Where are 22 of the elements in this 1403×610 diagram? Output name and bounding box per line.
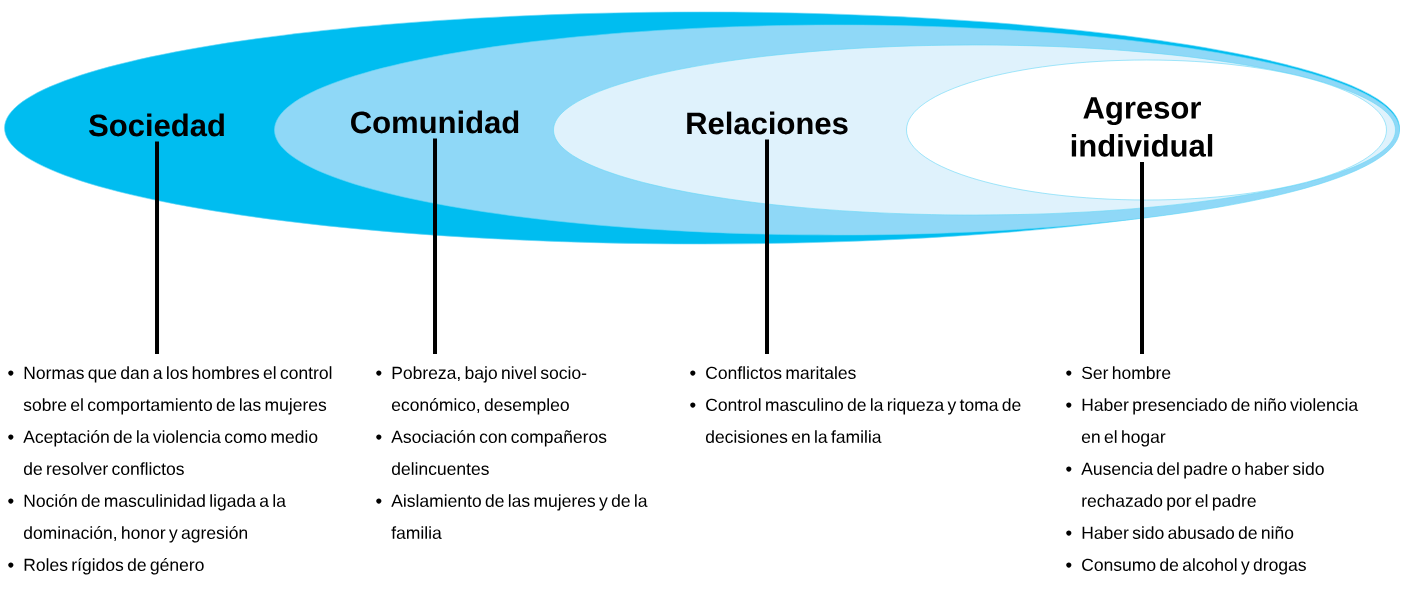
node-label: Consumo de alcohol y drogas [1082,558,1306,575]
node-label: Pobreza, bajo nivel socio-económico, desempleo [391,366,587,415]
node-label: Aceptación de la violencia como medio de resolver conflictos [23,429,318,476]
bullet-list: Pobreza, bajo nivel socio-económico, desempleo Asociación con compañeros delincuentes Aislamiento de las mujeres y de la familia [376,366,648,540]
bullet-list: Conflictos maritales Control masculino de la riqueza y toma de decisiones en la familia [690,366,1021,444]
node-label: Noción de masculinidad ligada a la dominación, honor y agresión [23,493,286,543]
bullet-list: Normas que dan a los hombres el control sobre el comportamiento de las mujeres Aceptación de la violencia como medio de resolver conflictos Noción de masculinidad ligada a la dominación, honor y agresión Roles rígidos de género [8,366,332,575]
node-label: Ausencia del padre o haber sido rechazado por el padre [1081,462,1324,511]
node-label: Haber presenciado de niño violencia en el hogar [1081,398,1359,447]
node-label: Haber sido abusado de niño [1082,526,1294,540]
node-label: Asociación con compañeros delincuentes [391,429,607,476]
connector-line [155,141,159,354]
node-label: Conflictos maritales [706,366,856,380]
connector-line [1140,162,1144,354]
node-label: Roles rígidos de género [24,557,204,575]
node-label: Aislamiento de las mujeres y de la familia [391,494,648,540]
node-label: Normas que dan a los hombres el control sobre el comportamiento de las mujeres [23,366,332,415]
connector-line [433,138,437,354]
node-label: Control masculino de la riqueza y toma de decisiones en la familia [705,398,1021,444]
connector-line [765,139,769,354]
node-label: Ser hombre [1082,366,1171,380]
bullet-list: Ser hombre Haber presenciado de niño violencia en el hogar Ausencia del padre o haber sido rechazado por el padre Haber sido abusado de niño Consumo de alcohol y drogas [1066,366,1359,575]
